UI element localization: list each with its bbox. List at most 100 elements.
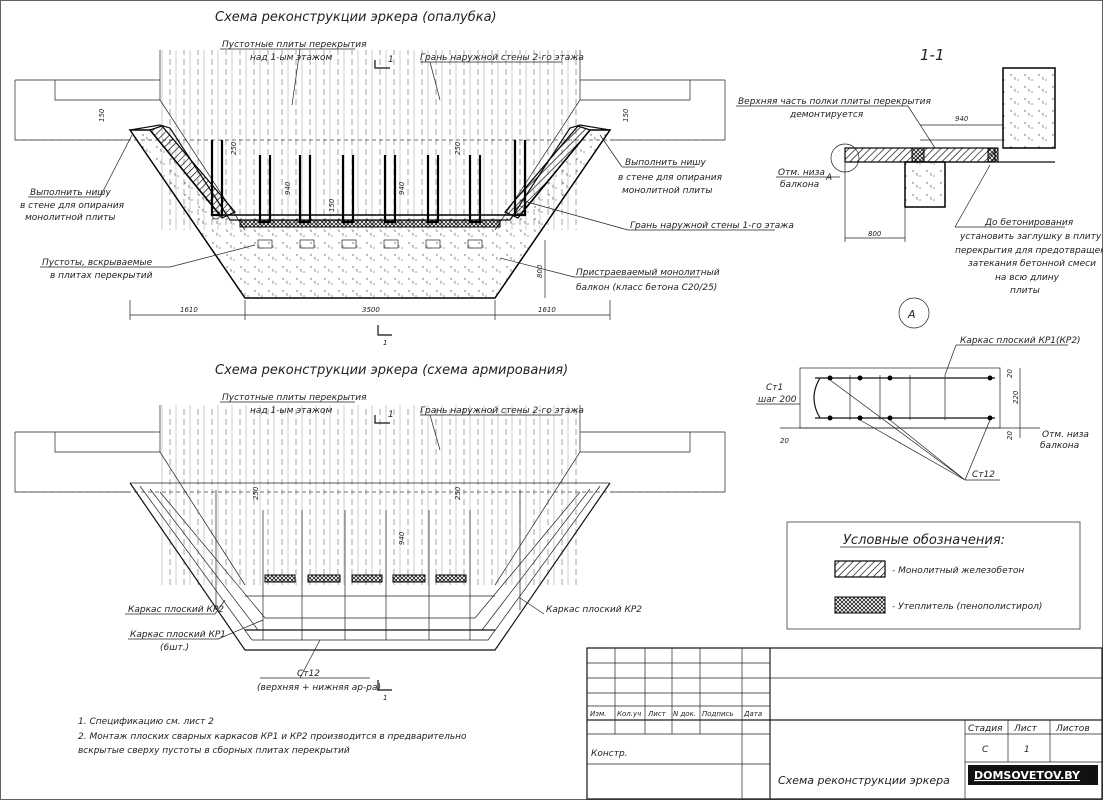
- legend-box: [786, 521, 1081, 630]
- watermark-box: [968, 765, 1098, 785]
- note-1: 1. Спецификацию см. лист 2: [78, 717, 214, 727]
- tb-konstr: Констр.: [591, 749, 628, 759]
- section-dim-940: 940: [955, 115, 969, 123]
- note-2b: вскрытые сверху пустоты в сборных плитах…: [78, 746, 350, 756]
- dim-1610-left: 1610: [180, 306, 198, 314]
- plug-note-4: затекания бетонной смеси: [968, 259, 1096, 269]
- balcony-outline-2: [129, 482, 611, 651]
- dim-250-2r: 250: [454, 486, 462, 500]
- label-hollow-slabs-2: Пустотные плиты перекрытия: [222, 393, 367, 403]
- label-kp1-qty: (6шт.): [160, 643, 189, 653]
- dim-250-2l: 250: [252, 486, 260, 500]
- legend-concrete-label: - Монолитный железобетон: [892, 566, 1024, 576]
- watermark: DOMSOVETOV.BY: [974, 769, 1081, 782]
- label-bar: Ст12: [297, 669, 320, 679]
- section-mark-bottom: [377, 325, 392, 336]
- detail-mark-1: Отм. низа: [1042, 430, 1089, 440]
- section-mark-1: Отм. низа: [778, 168, 825, 178]
- notes: 1. Спецификацию см. лист 2 2. Монтаж пло…: [78, 717, 467, 756]
- label-hollow-slabs: Пустотные плиты перекрытия: [222, 40, 367, 50]
- detail-dim-20c: 20: [1006, 431, 1014, 440]
- dim-3500: 3500: [362, 306, 380, 314]
- dim-150-left: 150: [98, 108, 106, 122]
- plug-note-2: установить заглушку в плиту: [959, 232, 1102, 242]
- formwork-title: Схема реконструкции эркера (опалубка): [215, 10, 497, 25]
- tb-date: Дата: [743, 710, 762, 718]
- legend-insulation-label: - Утеплитель (пенополистирол): [892, 602, 1042, 612]
- kp1-bars: [215, 490, 521, 640]
- label-kp1: Каркас плоский КР1: [130, 630, 226, 640]
- plug-note-5: на всю длину: [995, 273, 1060, 283]
- dim-940-right: 940: [398, 181, 406, 195]
- label-niche-right-2: в стене для опирания: [618, 173, 723, 183]
- dim-1610-right: 1610: [538, 306, 556, 314]
- label-niche-left-1: Выполнить нишу: [30, 188, 112, 198]
- hollow-slabs-area-2: [160, 405, 580, 585]
- tb-sheet-h: Лист: [1013, 724, 1038, 734]
- section-wall-lower: [904, 161, 946, 208]
- label-above-1st-floor: над 1-ым этажом: [250, 53, 333, 63]
- hollow-slabs-area: [160, 50, 580, 230]
- dim-940-left: 940: [284, 181, 292, 195]
- section-mark-top-label: 1: [388, 55, 394, 65]
- detail-dim-20a: 20: [780, 437, 789, 445]
- detail-callout: А: [907, 308, 916, 321]
- slab-outline: [159, 50, 581, 231]
- detail-callout-circle: [898, 297, 930, 329]
- section-mark-2: балкона: [780, 180, 819, 190]
- plug-note-3: перекрытия для предотвращения: [955, 246, 1103, 256]
- label-niche-left-3: монолитной плиты: [25, 213, 115, 223]
- label-kp2-left: Каркас плоский КР2: [128, 605, 224, 615]
- tb-kol: Кол.уч: [617, 710, 641, 718]
- dim-800: 800: [536, 264, 544, 278]
- dim-250-left: 250: [230, 141, 238, 155]
- detail-bar-12: Ст12: [972, 470, 995, 480]
- section-mark-top-2: 1: [388, 410, 394, 420]
- detail-dim-20b: 20: [1006, 369, 1014, 378]
- label-outer-wall-2nd-2: Грань наружной стены 2-го этажа: [420, 406, 584, 416]
- section-dim-800: 800: [868, 230, 882, 238]
- dim-250-right: 250: [454, 141, 462, 155]
- legend-title: Условные обозначения:: [843, 533, 1005, 548]
- detail-frame-label: Каркас плоский КР1(КР2): [960, 336, 1081, 346]
- label-above-1st-floor-2: над 1-ым этажом: [250, 406, 333, 416]
- label-niche-right-1: Выполнить нишу: [625, 158, 707, 168]
- section-note-1: Верхняя часть полки плиты перекрытия: [738, 97, 932, 107]
- legend-concrete-swatch: [834, 560, 886, 578]
- section-mark-top: [374, 60, 390, 69]
- label-outer-wall-1st: Грань наружной стены 1-го этажа: [630, 221, 794, 231]
- title-block: Изм. Кол.уч Лист N док. Подпись Дата Кон…: [586, 647, 1103, 800]
- right-slab-edge: [580, 80, 691, 101]
- tb-sheet: 1: [1024, 745, 1030, 755]
- tb-ndoc: N док.: [673, 710, 696, 718]
- dim-940-2: 940: [398, 531, 406, 545]
- detail-a: А Каркас плоский КР1(КР2) Ст1 шаг 200 20…: [756, 297, 1089, 481]
- legend-insulation-swatch: [834, 596, 886, 614]
- insulation-row-2: [264, 574, 467, 583]
- tb-izm: Изм.: [590, 710, 606, 718]
- tb-stage: С: [982, 745, 989, 755]
- section-wall: [1002, 67, 1056, 149]
- detail-hook: [813, 377, 821, 419]
- section-callout: А: [825, 173, 832, 183]
- insulation-row: [239, 219, 501, 228]
- plug-note-1: До бетонирования: [984, 218, 1074, 228]
- void-fingers: [210, 140, 527, 224]
- reinforcement-scheme: Схема реконструкции эркера (схема армиро…: [14, 363, 726, 702]
- note-2a: 2. Монтаж плоских сварных каркасов КР1 и…: [78, 732, 467, 742]
- label-balcony-2: балкон (класс бетона С20/25): [576, 283, 717, 293]
- detail-mark-2: балкона: [1040, 441, 1079, 451]
- label-voids-1: Пустоты, вскрываемые: [42, 258, 153, 268]
- label-bar-note: (верхняя + нижняя ар-ра): [257, 683, 381, 693]
- label-outer-wall-2nd: Грань наружной стены 2-го этажа: [420, 53, 584, 63]
- legend: Условные обозначения: - Монолитный желез…: [786, 521, 1081, 630]
- tb-list: Лист: [647, 710, 667, 718]
- tb-sheets-h: Листов: [1055, 724, 1090, 734]
- section-mark-bottom-label: 1: [383, 339, 387, 347]
- tb-name: Схема реконструкции эркера: [778, 774, 950, 787]
- void-markers: [211, 205, 525, 249]
- plug-note-6: плиты: [1010, 286, 1040, 296]
- left-hatch-strip: [148, 125, 236, 219]
- reinforcement-title: Схема реконструкции эркера (схема армиро…: [215, 363, 568, 378]
